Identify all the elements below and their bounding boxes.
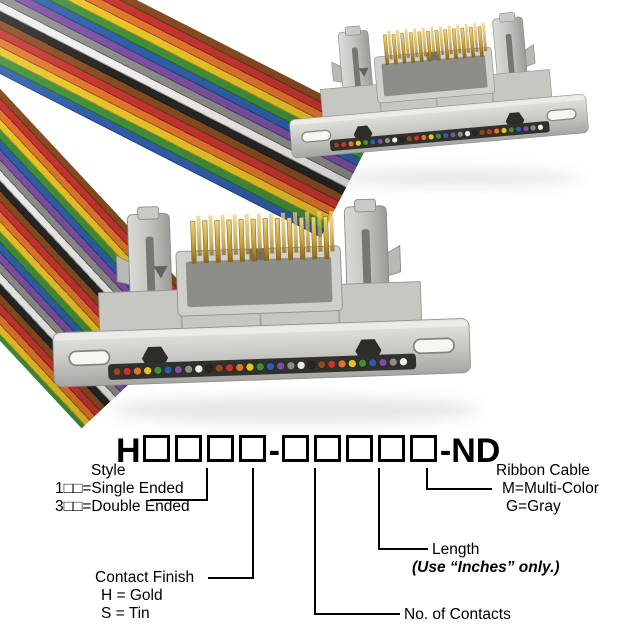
length-title: Length	[432, 541, 480, 558]
part-number-box	[175, 435, 203, 462]
part-number-prefix: H	[116, 432, 141, 470]
part-number-box	[346, 435, 374, 462]
callout-contact-finish: Contact Finish H = Gold S = Tin	[95, 569, 194, 623]
part-number-separator: -	[268, 432, 280, 470]
part-number-box	[378, 435, 406, 462]
style-title: Style	[91, 462, 126, 479]
ribbon-cable-title: Ribbon Cable	[496, 462, 590, 479]
ribbon-option-gray: G=Gray	[506, 498, 561, 515]
part-number-box	[282, 435, 310, 462]
connector-lower-shadow	[110, 396, 480, 424]
callout-num-contacts: No. of Contacts	[404, 606, 511, 624]
connector-lower	[47, 195, 472, 388]
connector-upper	[280, 6, 590, 160]
part-number-style-boxes	[141, 434, 269, 468]
length-note: (Use “Inches” only.)	[412, 559, 560, 576]
part-number-spec-boxes	[280, 434, 440, 468]
callout-line-num-contacts	[314, 468, 400, 615]
callout-style: Style 1□□=Single Ended 3□□=Double Ended	[55, 462, 190, 516]
callout-line-ribbon-cable	[426, 468, 492, 490]
part-number-box	[410, 435, 438, 462]
product-photo	[0, 0, 590, 429]
part-number-suffix: -ND	[439, 432, 501, 470]
part-number-box	[239, 435, 267, 462]
num-contacts-title: No. of Contacts	[404, 606, 511, 623]
callout-length: Length (Use “Inches” only.)	[412, 541, 560, 577]
part-number-box	[314, 435, 342, 462]
style-option-single-ended: 1□□=Single Ended	[55, 480, 184, 497]
contact-finish-tin: S = Tin	[101, 605, 150, 622]
part-number: H - -ND	[116, 434, 500, 468]
callout-line-contact-finish	[208, 468, 254, 579]
callout-ribbon-cable: Ribbon Cable M=Multi-Color G=Gray	[496, 462, 599, 516]
connector-upper-shadow	[330, 168, 580, 188]
part-number-box	[207, 435, 235, 462]
ribbon-option-multicolor: M=Multi-Color	[502, 480, 599, 497]
contact-finish-title: Contact Finish	[95, 569, 195, 586]
style-option-double-ended: 3□□=Double Ended	[55, 498, 190, 515]
part-number-box	[143, 435, 171, 462]
contact-finish-gold: H = Gold	[101, 587, 163, 604]
callout-line-length	[378, 468, 428, 550]
